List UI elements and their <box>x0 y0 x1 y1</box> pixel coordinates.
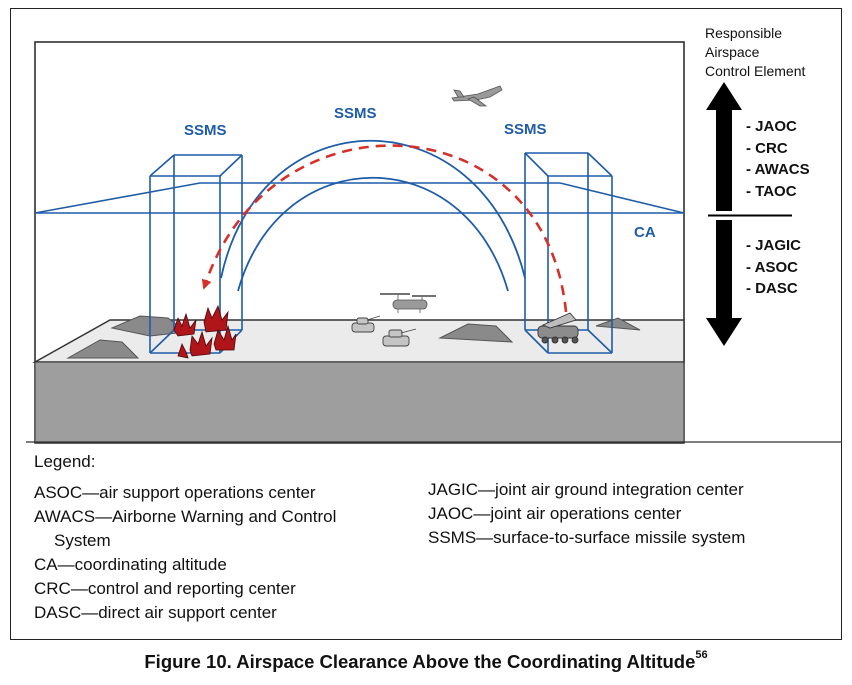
missile-launcher-icon <box>537 312 579 344</box>
explosion-icon <box>173 304 237 359</box>
control-element: - CRC <box>746 139 788 157</box>
ssms-column-left <box>149 154 243 354</box>
control-element: - AWACS <box>746 161 810 178</box>
upper-control-elements: - JAOC - CRC - AWACS - TAOC <box>746 116 810 202</box>
responsibility-double-arrow <box>706 82 742 346</box>
legend-entry: CA—coordinating altitude <box>34 555 227 574</box>
control-element: - JAGIC <box>746 237 802 254</box>
legend-entry: ASOC—air support operations center <box>34 483 316 502</box>
control-element: - ASOC <box>746 258 798 276</box>
legend-title: Legend: <box>34 452 96 471</box>
ca-label: CA <box>634 224 656 241</box>
caption-text: Figure 10. Airspace Clearance Above the … <box>144 651 696 672</box>
ssms-label-left: SSMS <box>184 122 227 139</box>
ground-block <box>34 361 685 444</box>
jet-icon <box>451 85 503 107</box>
legend-entry: JAOC—joint air operations center <box>428 504 682 523</box>
legend-entry: JAGIC—joint air ground integration cente… <box>428 480 744 499</box>
hill-right <box>595 317 641 331</box>
legend-left-column: ASOC—air support operations center AWACS… <box>34 481 336 625</box>
responsible-element-heading: Responsible Airspace Control Element <box>705 25 806 79</box>
hill-left <box>66 339 140 359</box>
legend-right-column: JAGIC—joint air ground integration cente… <box>428 478 745 550</box>
coordinating-altitude-plane <box>34 182 685 214</box>
tank-icon <box>382 328 417 347</box>
hill-center <box>438 323 514 343</box>
control-element: - JAOC <box>746 118 797 135</box>
legend-entry: CRC—control and reporting center <box>34 579 296 598</box>
legend-entry: AWACS—Airborne Warning and Control <box>34 507 337 526</box>
missile-trajectory-arrow <box>201 144 568 313</box>
control-element: - DASC <box>746 280 798 297</box>
legend-entry: DASC—direct air support center <box>34 603 277 622</box>
helicopter-icon <box>380 293 436 313</box>
ssms-label-right: SSMS <box>504 121 547 138</box>
legend-entry: System <box>54 531 111 550</box>
caption-footnote: 56 <box>695 649 708 661</box>
ssms-label-top: SSMS <box>334 105 377 122</box>
tank-icon <box>351 315 381 333</box>
airspace-diagram: SSMS SSMS SSMS CA <box>26 41 842 444</box>
figure-caption: Figure 10. Airspace Clearance Above the … <box>0 649 852 673</box>
figure-frame <box>10 8 842 640</box>
legend-entry: SSMS—surface-to-surface missile system <box>428 528 746 547</box>
control-element: - TAOC <box>746 182 797 200</box>
lower-control-elements: - JAGIC - ASOC - DASC <box>746 235 801 300</box>
